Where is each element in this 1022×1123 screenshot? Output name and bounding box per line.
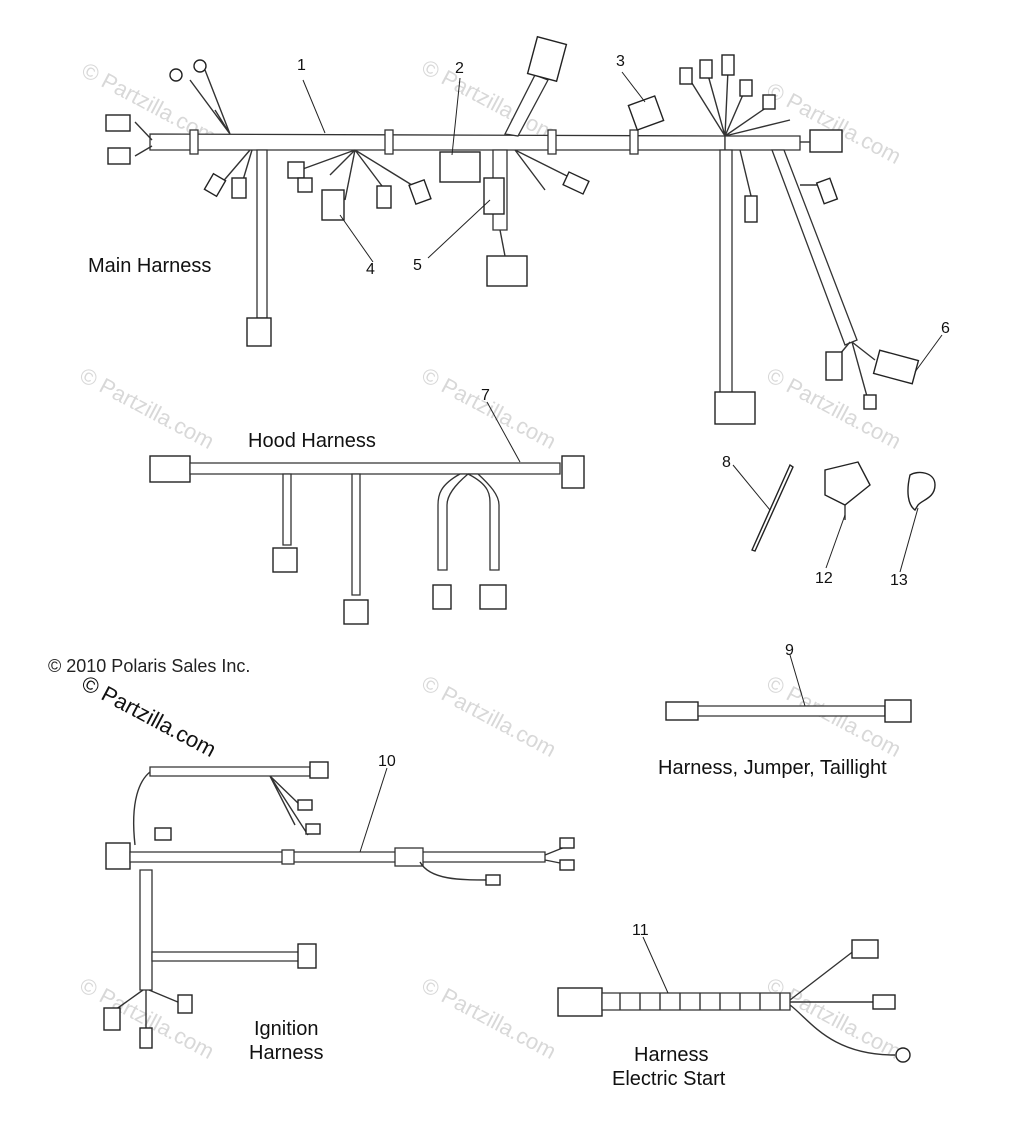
connector <box>762 94 776 110</box>
estart-harness-label-line1: Harness <box>634 1044 708 1066</box>
connector <box>105 842 131 870</box>
connector <box>872 994 896 1010</box>
clip <box>824 461 871 506</box>
connector <box>665 701 699 721</box>
connector <box>485 874 501 886</box>
connector <box>679 67 693 85</box>
connector <box>562 171 590 195</box>
estart-harness-label-line2: Electric Start <box>612 1068 726 1090</box>
connector <box>479 584 507 610</box>
hood-harness-label: Hood Harness <box>248 430 376 452</box>
connector <box>699 59 713 79</box>
connector <box>825 351 843 381</box>
callout-leaders <box>302 71 943 994</box>
connector <box>297 943 317 969</box>
partzilla-watermark-dark: © Partzilla.com <box>78 670 221 762</box>
connector <box>863 394 877 410</box>
connector <box>714 391 756 425</box>
connector <box>309 761 329 779</box>
connector <box>272 547 298 573</box>
connector <box>559 859 575 871</box>
watermark: © Partzilla.com <box>418 670 561 762</box>
main-trunk <box>149 133 726 151</box>
connector <box>154 827 172 841</box>
copyright-text: © 2010 Polaris Sales Inc. <box>48 656 250 676</box>
callout-8: 8 <box>722 454 731 471</box>
connector <box>103 1007 121 1031</box>
callout-9: 9 <box>785 642 794 659</box>
clamp <box>907 471 936 512</box>
connector <box>561 455 585 489</box>
callout-1: 1 <box>297 57 306 74</box>
connector <box>321 189 345 221</box>
connector <box>627 95 665 131</box>
ring-terminal <box>193 59 207 73</box>
connector <box>744 195 758 223</box>
jumper-harness-label: Harness, Jumper, Taillight <box>658 757 887 779</box>
callout-7: 7 <box>481 387 490 404</box>
ring-terminal <box>895 1047 911 1063</box>
electric-start-harness <box>557 939 911 1063</box>
callout-3: 3 <box>616 53 625 70</box>
connector <box>376 185 392 209</box>
connector <box>483 177 505 215</box>
callout-numbers: 1 2 3 4 5 6 7 8 9 10 11 12 13 <box>297 53 950 939</box>
connector <box>439 151 481 183</box>
connector <box>721 54 735 76</box>
connector <box>408 178 432 206</box>
connector <box>851 939 879 959</box>
connector <box>486 255 528 287</box>
connector <box>105 114 131 132</box>
connector <box>231 177 247 199</box>
ring-terminal <box>169 68 183 82</box>
ignition-harness-label-line2: Harness <box>249 1042 323 1064</box>
loose-parts <box>751 461 936 552</box>
assembly-labels: Main Harness Hood Harness Harness, Jumpe… <box>88 255 887 1090</box>
connector <box>177 994 193 1014</box>
connector <box>139 1027 153 1049</box>
connector <box>526 35 568 83</box>
connector <box>815 177 839 205</box>
connector <box>559 837 575 849</box>
connector <box>246 317 272 347</box>
connector <box>203 172 227 198</box>
connector <box>432 584 452 610</box>
callout-4: 4 <box>366 261 375 278</box>
callout-2: 2 <box>455 60 464 77</box>
connector <box>884 699 912 723</box>
watermark: © Partzilla.com <box>418 362 561 454</box>
callout-12: 12 <box>815 570 833 587</box>
connector <box>297 799 313 811</box>
connector <box>297 177 313 193</box>
ignition-harness <box>103 761 575 1049</box>
callout-6: 6 <box>941 320 950 337</box>
connector <box>557 987 603 1017</box>
watermark: © Partzilla.com <box>763 972 906 1064</box>
main-harness-label: Main Harness <box>88 255 211 277</box>
callout-5: 5 <box>413 257 422 274</box>
main-harness <box>105 35 920 425</box>
connector <box>739 79 753 97</box>
ignition-harness-label-line1: Ignition <box>254 1018 319 1040</box>
watermark: © Partzilla.com <box>418 972 561 1064</box>
connector <box>343 599 369 625</box>
watermark: © Partzilla.com <box>76 362 219 454</box>
connector <box>872 349 920 385</box>
connector <box>305 823 321 835</box>
cable-tie <box>751 463 794 552</box>
connector <box>149 455 191 483</box>
corrugated-sleeve <box>619 993 781 1010</box>
callout-13: 13 <box>890 572 908 589</box>
callout-11: 11 <box>632 922 649 939</box>
callout-10: 10 <box>378 753 396 770</box>
connector <box>287 161 305 179</box>
connector <box>107 147 131 165</box>
connector <box>809 129 843 153</box>
hood-harness <box>149 455 585 625</box>
jumper-harness <box>665 699 912 723</box>
